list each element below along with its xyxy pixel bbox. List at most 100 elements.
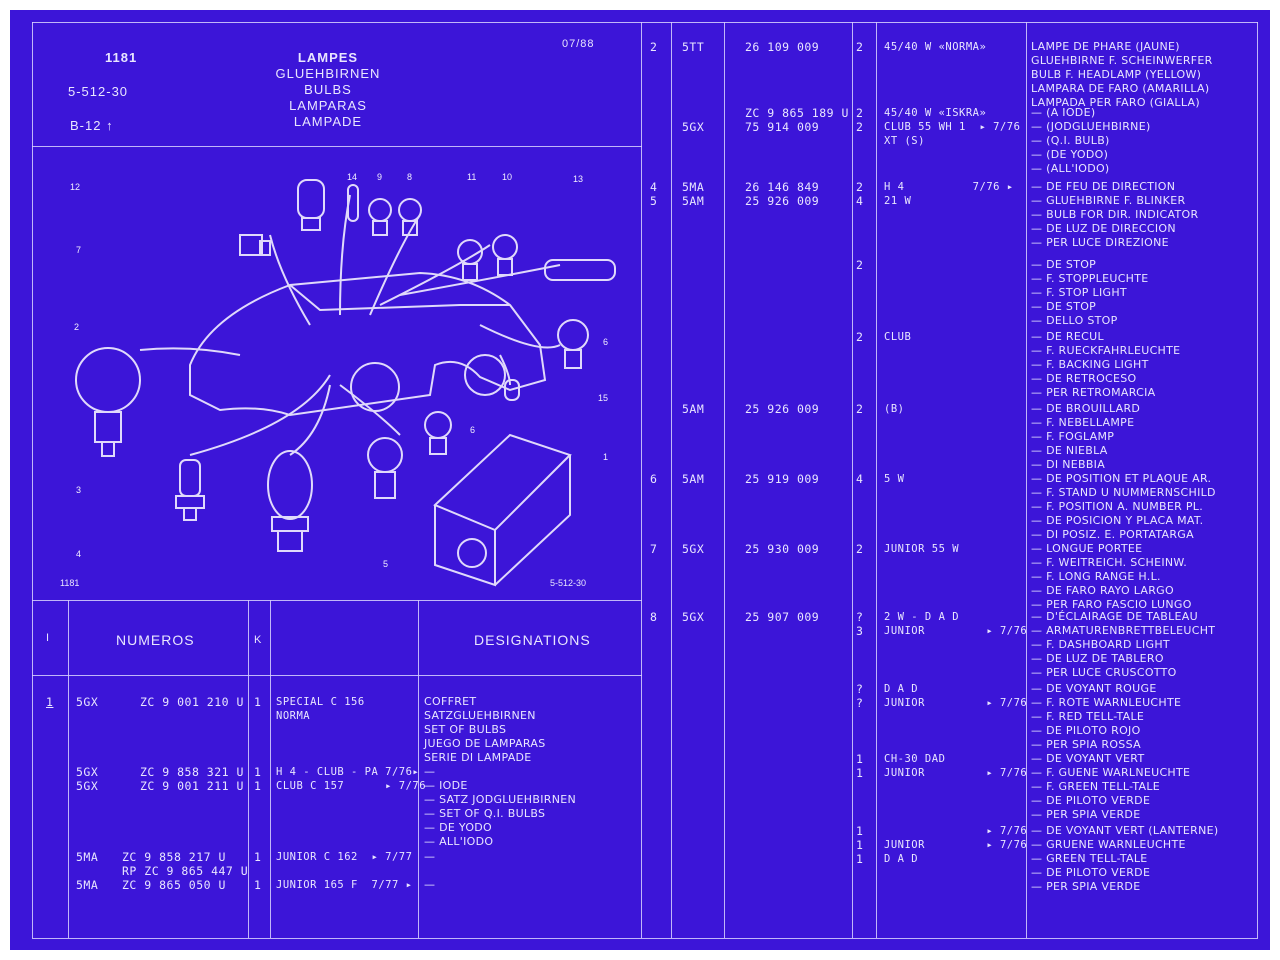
bulb-13 [544, 259, 616, 281]
header-divider [32, 146, 642, 147]
col-i-line [68, 600, 69, 938]
row-part-number: ZC 9 858 217 U RP ZC 9 865 447 U ZC 9 86… [122, 850, 249, 892]
row-index: 8 [650, 610, 658, 624]
sheet-number: 1181 [105, 50, 138, 65]
col-k-line-left [248, 600, 249, 938]
callout-6a: 6 [603, 337, 608, 347]
col-header-numeros: NUMEROS [116, 632, 195, 648]
row-qty: 1 1 [856, 752, 864, 780]
row-spec: JUNIOR C 162 ▸ 7/77 JUNIOR 165 F 7/77 ▸ [276, 851, 413, 891]
row-part-number: ZC 9 858 321 U ZC 9 001 211 U [140, 765, 244, 793]
row-designation: — D'ÉCLAIRAGE DE TABLEAU — ARMATURENBRET… [1031, 610, 1216, 679]
row-designation: — — [424, 850, 436, 891]
title-fr: LAMPES [297, 50, 359, 65]
row-qty: 1 1 1 [856, 824, 864, 866]
row-part-number: 25 919 009 [745, 472, 820, 486]
row-prefix: 5AM [682, 472, 705, 486]
row-designation: LAMPE DE PHARE (JAUNE) GLUEHBIRNE F. SCH… [1031, 40, 1213, 109]
row-spec: (B) [884, 403, 905, 415]
frame-top [32, 22, 1258, 23]
group-code: B-12 ↑ [70, 118, 114, 133]
row-spec: SPECIAL C 156 NORMA [276, 696, 365, 722]
row-index: 6 [650, 472, 658, 486]
row-designation: — DE POSITION ET PLAQUE AR. — F. STAND U… [1031, 472, 1216, 541]
title-en: BULBS [304, 82, 352, 97]
arrow-up-icon: ↑ [106, 118, 114, 133]
row-designation: — DE VOYANT VERT — F. GUENE WARLNEUCHTE … [1031, 752, 1191, 821]
callout-14: 14 [347, 172, 357, 182]
row-qty: 1 1 [254, 850, 262, 892]
row-qty: 2 [856, 542, 864, 556]
row-qty: 2 [856, 402, 864, 416]
row-designation: COFFRET SATZGLUEHBIRNEN SET OF BULBS JUE… [424, 695, 546, 764]
bulb-diagram: 12 14 9 8 11 10 13 7 2 6 15 6 3 4 5 1 [70, 172, 616, 587]
row-prefix: 5MA 5AM [682, 180, 705, 208]
bulb-2 [75, 347, 141, 457]
row-spec: JUNIOR 55 W [884, 543, 960, 555]
row-designation: — DE FEU DE DIRECTION — GLUEHBIRNE F. BL… [1031, 180, 1199, 249]
frame-right [1257, 22, 1258, 938]
row-qty: 2 2 [856, 106, 864, 134]
title-es: LAMPARAS [289, 98, 367, 113]
callout-2: 2 [74, 322, 79, 332]
row-designation: — (A IODE) — (JODGLUEHBIRNE) — (Q.I. BUL… [1031, 106, 1151, 175]
row-spec: H 4 - CLUB - PA 7/76▸ CLUB C 157 ▸ 7/76 [276, 766, 427, 792]
r-col-spec [1026, 22, 1027, 938]
row-part-number: 25 930 009 [745, 542, 820, 556]
row-spec: CH-30 DAD JUNIOR ▸ 7/76 [884, 753, 1028, 779]
row-designation: — — IODE — SATZ JODGLUEHBIRNEN — SET OF … [424, 765, 576, 848]
callout-3: 3 [76, 485, 81, 495]
row-qty: 2 [856, 40, 864, 54]
sheet-ref: 5-512-30 [68, 84, 129, 99]
bulb-4 [267, 450, 313, 552]
row-prefix: 5MA 5MA [76, 850, 99, 892]
row-index: 2 [650, 40, 658, 54]
row-designation: — DE VOYANT ROUGE — F. ROTE WARNLEUCHTE … [1031, 682, 1182, 751]
callout-13: 13 [573, 174, 583, 184]
bulb-box-1 [433, 433, 572, 587]
callout-10: 10 [502, 172, 512, 182]
callout-4: 4 [76, 549, 81, 559]
row-part-number: ZC 9 001 210 U [140, 695, 244, 709]
row-qty: 2 4 [856, 180, 864, 208]
row-designation: — DE RECUL — F. RUECKFAHRLEUCHTE — F. BA… [1031, 330, 1181, 399]
row-designation: — DE STOP — F. STOPPLEUCHTE — F. STOP LI… [1031, 258, 1149, 327]
title-block: LAMPES GLUEHBIRNEN BULBS LAMPARAS LAMPAD… [248, 50, 408, 130]
row-prefix: 5AM [682, 402, 705, 416]
callout-5: 5 [383, 559, 388, 569]
row-qty: 2 [856, 330, 864, 344]
bulb-14 [347, 184, 359, 222]
bulb-3 [175, 459, 205, 521]
diagram-footer-right: 5-512-30 [550, 578, 587, 588]
row-spec: CLUB [884, 331, 912, 343]
r-col-i [671, 22, 672, 938]
bulb-8 [398, 198, 422, 236]
title-it: LAMPADE [293, 114, 363, 129]
callout-9: 9 [377, 172, 382, 182]
bulb-11 [457, 239, 483, 281]
sheet-date: 07/88 [562, 38, 595, 50]
callout-12: 12 [70, 182, 80, 192]
col-header-k: K [254, 634, 263, 646]
row-spec: 2 W - D A D JUNIOR ▸ 7/76 [884, 611, 1028, 637]
row-spec: 45/40 W «ISKRA» CLUB 55 WH 1 ▸ 7/76 XT (… [884, 107, 1021, 147]
r-col-k [876, 22, 877, 938]
row-designation: — DE VOYANT VERT (LANTERNE) — GRUENE WAR… [1031, 824, 1219, 893]
row-qty: 4 [856, 472, 864, 486]
callout-8: 8 [407, 172, 412, 182]
col-header-i: I [46, 632, 51, 644]
callout-6b: 6 [470, 425, 475, 435]
callout-15: 15 [598, 393, 608, 403]
row-part-number: 25 926 009 [745, 402, 820, 416]
row-part-number: 25 907 009 [745, 610, 820, 624]
car-outline [189, 271, 547, 417]
bulb-9 [368, 198, 392, 236]
row-prefix: 5GX [682, 542, 705, 556]
row-spec: 45/40 W «NORMA» [884, 41, 987, 53]
col-desig-line [418, 600, 419, 938]
row-part-number: 26 109 009 [745, 40, 820, 54]
car-wheel-rear [464, 354, 506, 396]
diagram-divider [32, 600, 642, 601]
row-spec: D A D JUNIOR ▸ 7/76 [884, 683, 1028, 709]
diagram-footer-left: 1181 [60, 578, 80, 588]
